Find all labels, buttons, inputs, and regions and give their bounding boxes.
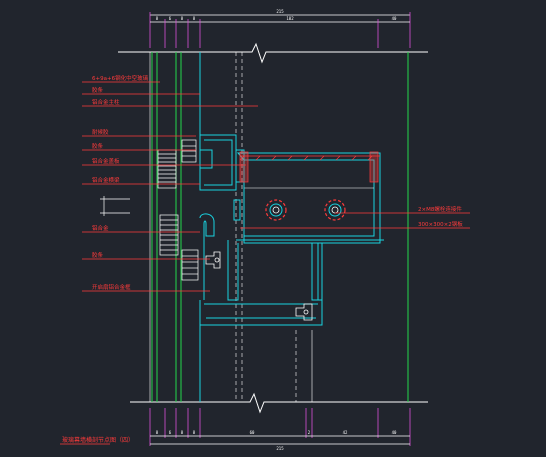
transom-flange-hatch <box>239 151 380 183</box>
label-gasket-1: 胶条 <box>92 86 104 94</box>
top-dim-seg-6: 40 <box>392 16 397 21</box>
bolt-right <box>324 199 346 221</box>
top-dim-seg-4: 8 <box>193 16 196 21</box>
label-gasket-2: 胶条 <box>92 142 104 150</box>
upper-gasket-block <box>157 139 197 189</box>
bottom-dim-seg-2: 6 <box>169 430 172 435</box>
label-steel-plate: 300×300×2钢板 <box>418 220 463 228</box>
top-dim-seg-1: 8 <box>156 16 159 21</box>
opening-sash-frame <box>199 213 323 326</box>
bottom-dim-seg-1: 8 <box>156 430 159 435</box>
label-cover-plate: 铝合金盖板 <box>92 157 120 165</box>
bottom-dim-seg-3: 8 <box>181 430 184 435</box>
bolt-left <box>265 199 287 221</box>
bottom-dim-seg-8: 40 <box>392 430 397 435</box>
bottom-break-line <box>130 392 428 414</box>
top-dim-seg-2: 6 <box>169 16 172 21</box>
label-glass: 6+9a+6钢化中空玻璃 <box>92 74 149 82</box>
glass-panes <box>149 52 182 402</box>
bottom-dim-seg-5: 60 <box>250 430 255 435</box>
label-mullion: 铝合金主柱 <box>92 98 120 106</box>
top-dim-seg-5: 102 <box>286 16 294 21</box>
top-dimension-chain <box>149 12 411 48</box>
lower-gasket-block <box>159 214 199 281</box>
bottom-dim-seg-7: 42 <box>343 430 348 435</box>
sash-gasket-right <box>295 303 313 321</box>
level-marker <box>100 196 130 216</box>
drawing-title: 玻璃幕墙横剖节点图（四） <box>62 436 134 444</box>
top-total-dimension: 215 <box>276 9 284 14</box>
label-bolt-connector: 2×M8螺栓连接件 <box>418 205 462 213</box>
label-sealant: 耐候胶 <box>92 128 109 136</box>
label-transom: 铝合金横梁 <box>92 176 120 184</box>
bottom-total-dimension: 215 <box>276 446 284 451</box>
aluminium-cover-plate <box>199 134 245 191</box>
bottom-dim-seg-4: 8 <box>193 430 196 435</box>
aluminium-transom <box>233 152 384 244</box>
right-vertical-lines <box>199 52 409 402</box>
label-aluminium: 铝合金 <box>92 224 109 232</box>
label-gasket-3: 胶条 <box>92 251 104 259</box>
top-dim-seg-3: 8 <box>181 16 184 21</box>
leader-lines <box>60 81 470 445</box>
bottom-dimension-chain <box>149 408 411 446</box>
sash-gasket-left <box>205 251 221 269</box>
top-break-line <box>118 42 428 64</box>
label-sash-frame: 开启扇铝合金框 <box>92 283 131 291</box>
bottom-dim-seg-6: 2 <box>308 430 311 435</box>
